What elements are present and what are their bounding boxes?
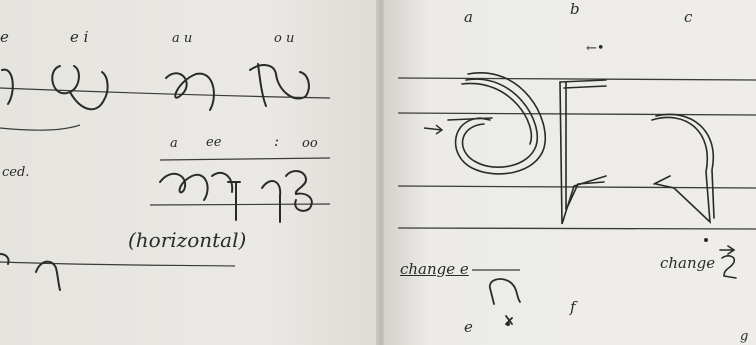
guide-line [149, 203, 331, 206]
change-right-label: change [660, 254, 716, 272]
guide-lines [397, 77, 756, 271]
start-marker: ←• [586, 41, 605, 56]
corner-letter: g [740, 329, 749, 344]
change-e-glyph [488, 278, 521, 325]
vowel-label-mid: : [274, 132, 280, 150]
stroke-label-a: a [464, 8, 473, 26]
glyph-row-top [1, 63, 310, 111]
letter-e: e [464, 318, 473, 336]
letter-f: f [570, 298, 576, 316]
left-page: e e i a u o u a ee : oo ced. (horizontal… [0, 0, 378, 345]
stroke-c-glyph [651, 113, 715, 225]
book-gutter [376, 0, 386, 345]
right-page-sketches [397, 72, 756, 326]
stroke-a-glyph [447, 72, 546, 175]
guide-line [0, 87, 331, 99]
vowel-label-top: a u [172, 31, 193, 46]
guide-line [159, 157, 331, 161]
start-dots [506, 238, 708, 326]
stroke-label-b: b [570, 0, 580, 18]
vowel-label-top: e [0, 28, 9, 46]
fragment-text: ced. [2, 165, 30, 180]
vowel-label-mid: ee [206, 135, 222, 150]
left-page-sketches [0, 63, 331, 291]
vowel-label-top: o u [274, 31, 295, 46]
horizontal-note: (horizontal) [128, 228, 247, 252]
guide-line [0, 261, 236, 267]
vowel-label-mid: a [170, 136, 178, 151]
glyph-row-mid [159, 170, 313, 223]
right-page: a b c ←• change change e e f g [384, 0, 756, 345]
glyph-row-bottom [0, 253, 61, 291]
stroke-b-glyph [559, 79, 607, 225]
change-left-label: change e [400, 260, 469, 278]
change-right-glyph [719, 245, 737, 279]
vowel-label-mid: oo [302, 136, 318, 151]
underline-mark [0, 124, 81, 131]
vowel-label-top: e i [70, 28, 89, 46]
direction-arrow [423, 124, 444, 135]
stroke-label-c: c [684, 8, 693, 26]
